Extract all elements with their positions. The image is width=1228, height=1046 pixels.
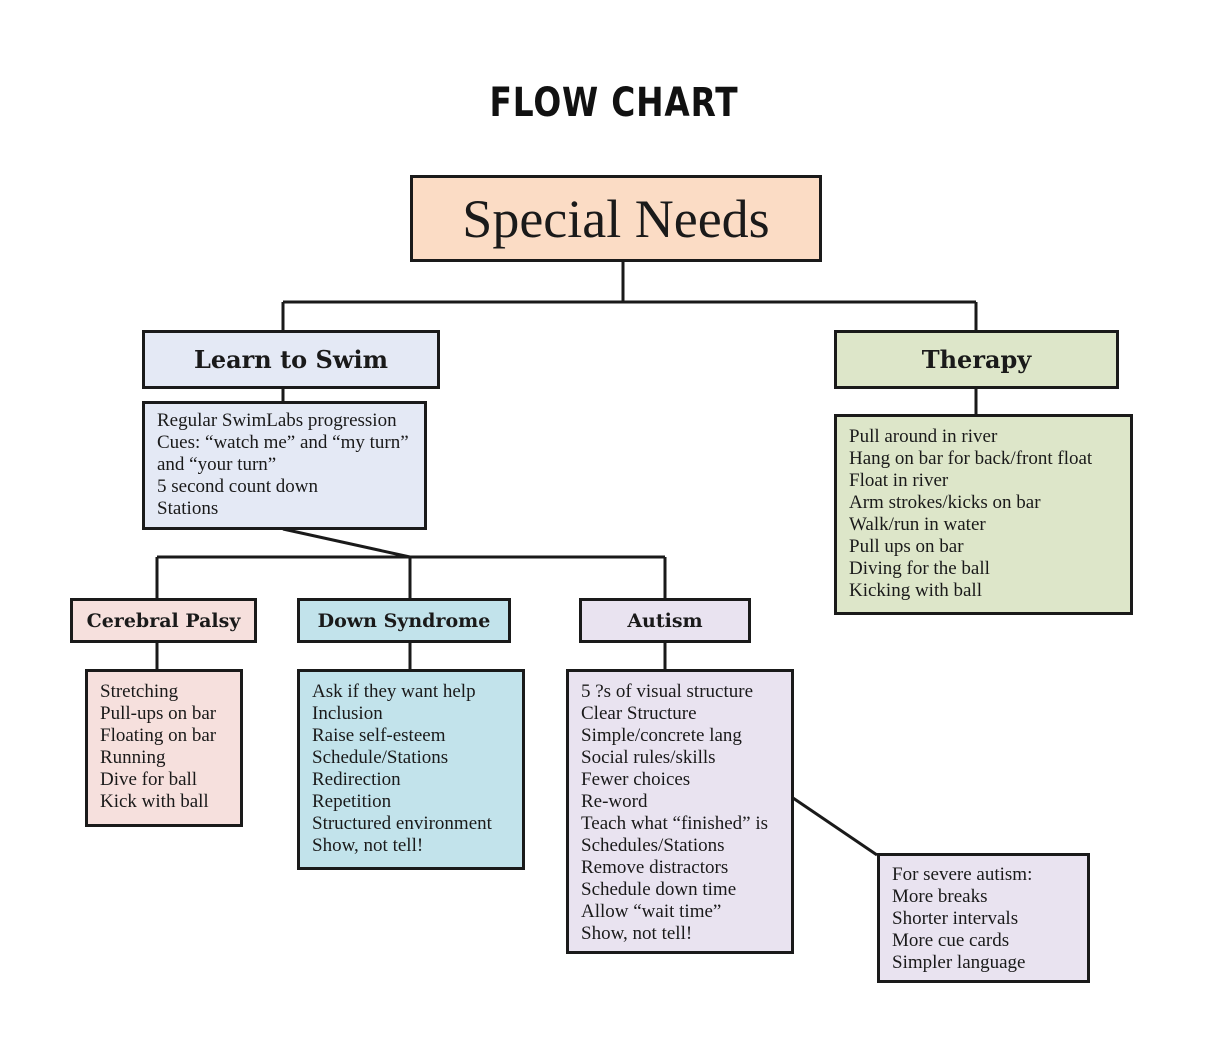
list-item: Arm strokes/kicks on bar <box>849 492 1041 513</box>
list-item: Clear Structure <box>581 703 697 724</box>
learn-to-swim-branch <box>282 527 411 559</box>
list-item: Schedules/Stations <box>581 835 725 856</box>
therapy-label: Therapy <box>921 345 1032 374</box>
list-item: Re-word <box>581 791 648 812</box>
autism-list: 5 ?s of visual structure Clear Structure… <box>566 669 794 954</box>
learn-to-swim-list: Regular SwimLabs progression Cues: “watc… <box>142 401 427 530</box>
list-item: Allow “wait time” <box>581 901 722 922</box>
list-item: Repetition <box>312 791 392 812</box>
page-title: FLOW CHART <box>489 80 739 126</box>
autism-label: Autism <box>627 609 703 632</box>
list-item: 5 second count down <box>157 476 318 497</box>
learn-to-swim-label: Learn to Swim <box>193 345 389 374</box>
list-item: Raise self-esteem <box>312 725 446 746</box>
list-item: Remove distractors <box>581 857 729 878</box>
list-item: Schedule down time <box>581 879 737 900</box>
list-item: Walk/run in water <box>849 514 986 535</box>
list-item: Structured environment <box>312 813 492 834</box>
list-item: Float in river <box>849 470 949 491</box>
cerebral-palsy-header: Cerebral Palsy <box>70 598 257 643</box>
severe-autism-connector <box>792 796 878 857</box>
list-item: Fewer choices <box>581 769 691 790</box>
list-item: More breaks <box>892 886 988 907</box>
list-item: Inclusion <box>312 703 383 724</box>
severe-autism-list: For severe autism: More breaks Shorter i… <box>877 853 1090 983</box>
list-item: Ask if they want help <box>312 681 476 702</box>
list-item: Social rules/skills <box>581 747 716 768</box>
down-syndrome-label: Down Syndrome <box>317 609 491 632</box>
list-item: Stretching <box>100 681 179 702</box>
list-item: Redirection <box>312 769 401 790</box>
list-item: Stations <box>157 498 219 519</box>
list-item: Cues: “watch me” and “my turn” <box>157 432 409 453</box>
cerebral-palsy-list: Stretching Pull-ups on bar Floating on b… <box>85 669 243 827</box>
list-item: Hang on bar for back/front float <box>849 448 1093 469</box>
down-syndrome-header: Down Syndrome <box>297 598 511 643</box>
list-item: For severe autism: <box>892 864 1033 885</box>
list-item: Running <box>100 747 166 768</box>
list-item: Pull around in river <box>849 426 998 447</box>
list-item: Kicking with ball <box>849 580 982 601</box>
list-item: Diving for the ball <box>849 558 990 579</box>
cerebral-palsy-label: Cerebral Palsy <box>86 609 241 632</box>
list-item: Teach what “finished” is <box>581 813 769 834</box>
autism-header: Autism <box>579 598 751 643</box>
list-item: Pull ups on bar <box>849 536 964 557</box>
list-item: Schedule/Stations <box>312 747 449 768</box>
list-item: Simpler language <box>892 952 1026 973</box>
list-item: Dive for ball <box>100 769 198 790</box>
list-item: Regular SwimLabs progression <box>157 410 397 431</box>
list-item: Kick with ball <box>100 791 209 812</box>
list-item: and “your turn” <box>157 454 277 475</box>
list-item: Shorter intervals <box>892 908 1019 929</box>
list-item: Pull-ups on bar <box>100 703 217 724</box>
root-node: Special Needs <box>410 175 822 262</box>
list-item: Show, not tell! <box>312 835 424 856</box>
therapy-header: Therapy <box>834 330 1119 389</box>
learn-to-swim-header: Learn to Swim <box>142 330 440 389</box>
down-syndrome-list: Ask if they want help Inclusion Raise se… <box>297 669 525 870</box>
therapy-list: Pull around in river Hang on bar for bac… <box>834 414 1133 615</box>
list-item: More cue cards <box>892 930 1010 951</box>
list-item: Floating on bar <box>100 725 217 746</box>
list-item: Show, not tell! <box>581 923 693 944</box>
root-label: Special Needs <box>462 188 770 249</box>
list-item: Simple/concrete lang <box>581 725 742 746</box>
list-item: 5 ?s of visual structure <box>581 681 754 702</box>
